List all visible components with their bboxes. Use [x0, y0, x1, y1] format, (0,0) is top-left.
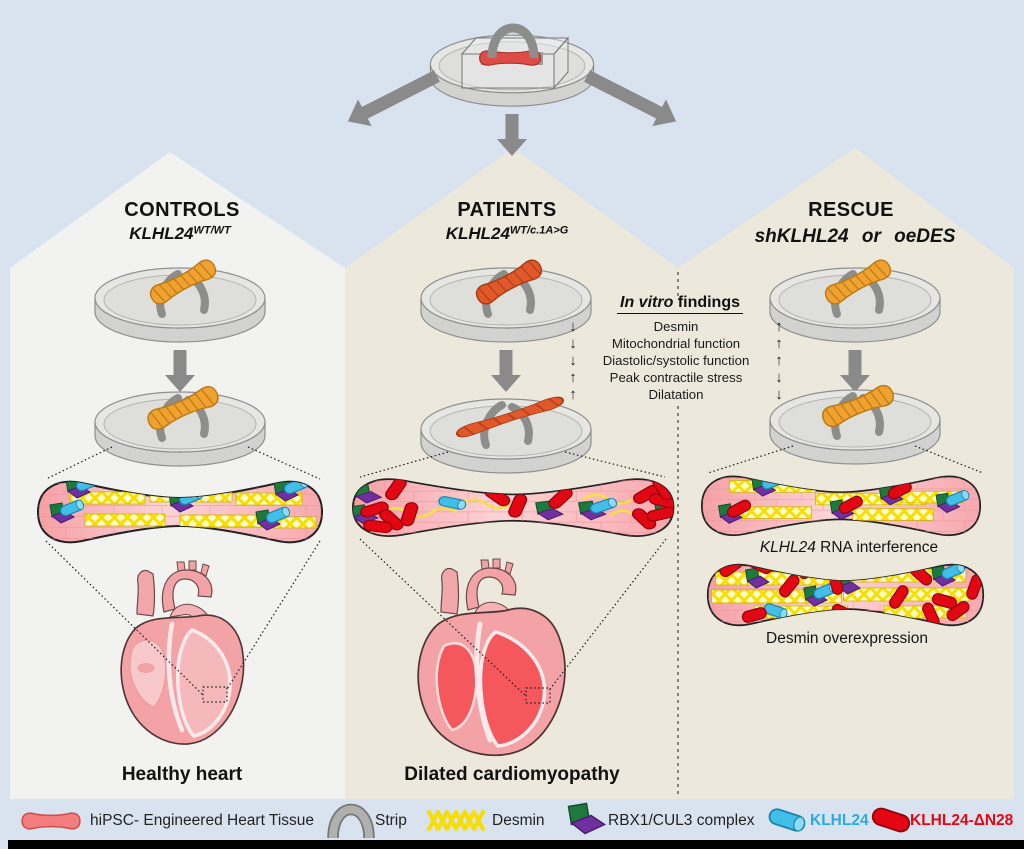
rescue-trend-arrow: ↑: [775, 318, 783, 335]
legend-label-eht: hiPSC- Engineered Heart Tissue: [90, 812, 315, 829]
legend-label-klhl24: KLHL24: [810, 812, 869, 829]
rnai-rest: RNA interference: [815, 539, 939, 556]
rescue-trend-arrow: ↑: [775, 352, 783, 369]
rescue-trend-arrow: ↓: [775, 369, 783, 386]
controls-title: CONTROLS: [124, 199, 240, 221]
dilated-heart-illustration: [417, 558, 566, 757]
controls-genotype: KLHL24WT/WT: [129, 224, 231, 244]
dilated-heart-zoom-box: [525, 687, 551, 704]
invitro-findings-table: ↓ Desmin ↑ ↓ Mitochondrial function ↑ ↓ …: [558, 318, 798, 403]
invitro-findings-title-rest: findings: [673, 294, 740, 311]
finding-label: Dilatation: [648, 387, 704, 402]
rnai-gene: KLHL24: [759, 539, 816, 556]
patients-genotype: KLHL24WT/c.1A>G: [446, 224, 569, 244]
healthy-heart-zoom-box: [202, 686, 228, 703]
patients-trend-arrow: ↓: [569, 318, 577, 335]
eht-icon: [21, 812, 81, 830]
rescue-trend-arrow: ↑: [775, 335, 783, 352]
patients-trend-arrow: ↓: [569, 352, 577, 369]
patients-trend-arrow: ↓: [569, 335, 577, 352]
healthy-heart-illustration: [120, 560, 245, 745]
finding-label: Mitochondrial function: [611, 336, 741, 351]
rescue-title: RESCUE: [808, 199, 894, 221]
mold-top-face: [460, 37, 570, 55]
legend-label-rbx1-cul3: RBX1/CUL3 complex: [608, 812, 755, 829]
dilated-cardiomyopathy-label: Dilated cardiomyopathy: [404, 764, 620, 785]
healthy-heart-label: Healthy heart: [121, 764, 243, 785]
rescue-subtitle: shKLHL24 or oeDES: [754, 226, 956, 247]
patients-title: PATIENTS: [457, 199, 557, 221]
patients-gene: KLHL24: [445, 224, 510, 243]
controls-allele: WT/WT: [193, 224, 231, 237]
legend-label-desmin: Desmin: [492, 812, 545, 829]
bottom-bar: [8, 840, 1024, 849]
top-petri-dish: [429, 23, 595, 107]
finding-row: ↑ Dilatation ↓: [558, 386, 798, 403]
patients-trend-arrow: ↑: [569, 386, 577, 403]
controls-gene: KLHL24: [129, 224, 194, 243]
rescue-trend-arrow: ↓: [775, 386, 783, 403]
legend-label-strip: Strip: [375, 812, 407, 829]
desmin-icon: [427, 810, 485, 831]
invitro-findings-title: In vitro findings: [617, 294, 743, 314]
patients-allele: WT/c.1A>G: [509, 224, 569, 237]
finding-row: ↑ Peak contractile stress ↓: [558, 369, 798, 386]
patients-trend-arrow: ↑: [569, 369, 577, 386]
invitro-findings-title-italic: In vitro: [620, 294, 674, 311]
strip-icon: [327, 803, 375, 839]
finding-label: Peak contractile stress: [609, 370, 743, 385]
finding-row: ↓ Mitochondrial function ↑: [558, 335, 798, 352]
legend-label-klhl24-dn28: KLHL24-ΔN28: [910, 812, 1014, 829]
finding-row: ↓ Diastolic/systolic function ↑: [558, 352, 798, 369]
finding-label: Desmin: [653, 319, 699, 334]
rnai-tissue-label: KLHL24 RNA interference: [760, 539, 938, 557]
oedes-tissue-label: Desmin overexpression: [766, 630, 928, 647]
zoom-connector-lines: [45, 445, 984, 704]
finding-label: Diastolic/systolic function: [602, 353, 750, 368]
strip-arch: [487, 23, 539, 59]
finding-row: ↓ Desmin ↑: [558, 318, 798, 335]
